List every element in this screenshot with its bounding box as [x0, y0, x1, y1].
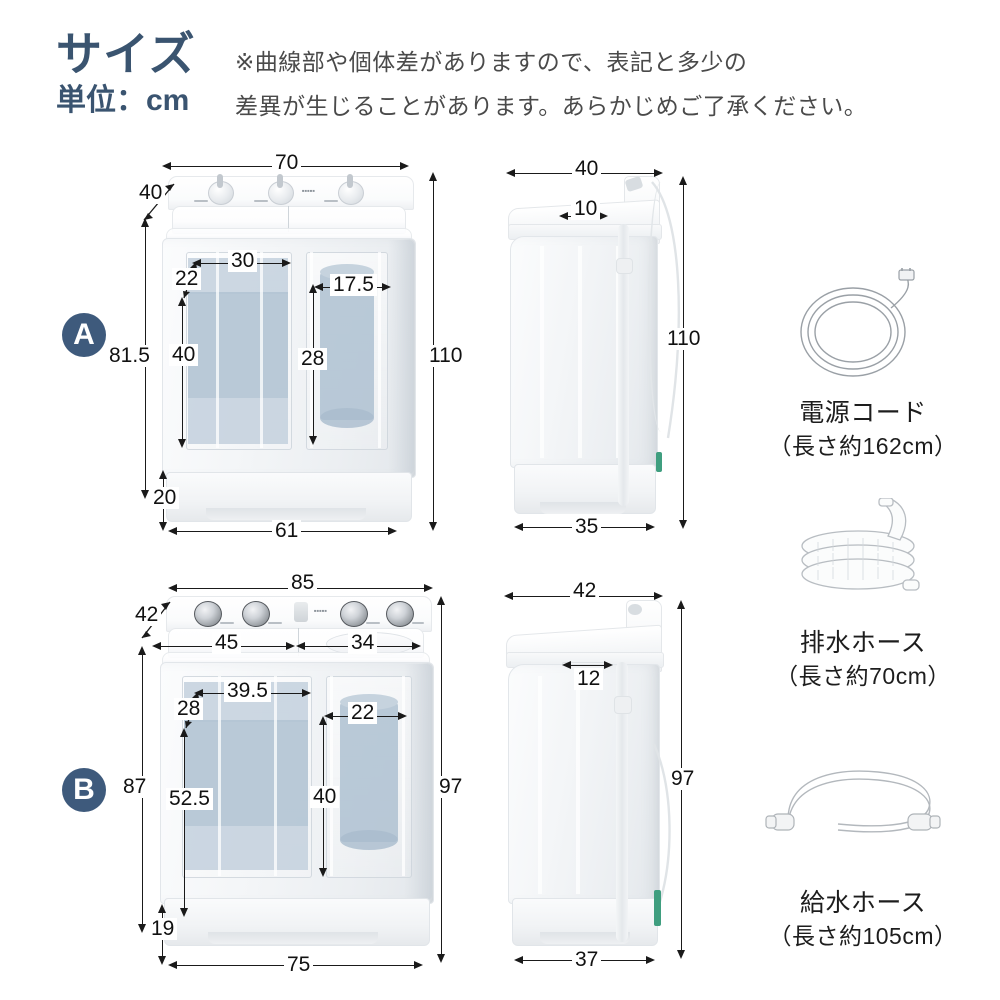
dim-a-wash-height: 40 [169, 344, 199, 366]
dim-a-wash-width: 30 [228, 250, 258, 272]
drain-hose-icon [738, 498, 988, 618]
dim-b-wash-gap: 28 [174, 698, 204, 720]
dim-a-spin-height: 28 [298, 348, 328, 370]
dim-a-body-height: 81.5 [106, 345, 153, 367]
water-supply-hose-icon [738, 758, 988, 878]
note-line-1: ※曲線部や個体差がありますので、表記と多少の [235, 49, 748, 75]
disclaimer-note: ※曲線部や個体差がありますので、表記と多少の 差異が生じることがあります。あらか… [235, 40, 975, 128]
dim-b-body-height: 87 [120, 776, 150, 798]
model-badge-b: B [62, 768, 106, 812]
model-badge-a: A [62, 313, 106, 357]
power-cord-icon [738, 268, 988, 388]
dim-b-total-height: 97 [436, 776, 466, 798]
dim-a-depth: 40 [136, 182, 166, 204]
dim-b-side-base-depth: 37 [572, 949, 602, 971]
dim-a-side-base-depth: 35 [572, 516, 602, 538]
dim-a-total-height: 110 [426, 345, 466, 367]
dim-b-base-height: 19 [148, 918, 178, 940]
accessory-name: 排水ホース [799, 629, 927, 657]
dim-a-side-lid-width: 10 [571, 198, 601, 220]
dim-b-depth: 42 [132, 604, 162, 626]
header: サイズ 単位：cm ※曲線部や個体差がありますので、表記と多少の 差異が生じるこ… [0, 0, 1000, 150]
dim-b-side-height: 97 [668, 768, 698, 790]
model-a-side-illustration [506, 175, 696, 526]
accessory-water-supply-hose: 給水ホース （長さ約105cm） [738, 758, 988, 952]
accessory-name: 電源コード [799, 399, 927, 427]
dim-b-side-depth: 42 [570, 580, 600, 602]
page-title: サイズ 単位：cm [56, 28, 236, 120]
accessory-length: （長さ約162cm） [768, 433, 958, 459]
dim-a-base-height: 20 [150, 487, 180, 509]
dim-b-side-lid-width: 12 [574, 668, 604, 690]
dim-a-base-width: 61 [272, 520, 302, 542]
dim-b-spin-height: 40 [310, 786, 340, 808]
accessory-length: （長さ約70cm） [775, 663, 951, 689]
dim-a-wash-gap: 22 [172, 268, 202, 290]
accessory-drain-hose: 排水ホース （長さ約70cm） [738, 498, 988, 692]
dim-b-spin-section: 34 [348, 632, 378, 654]
dim-b-base-width: 75 [284, 954, 314, 976]
dim-a-side-depth: 40 [572, 158, 602, 180]
accessory-length: （長さ約105cm） [768, 923, 958, 949]
dim-b-wash-height: 52.5 [166, 788, 213, 810]
dim-b-wash-section: 45 [212, 632, 242, 654]
accessory-name: 給水ホース [799, 889, 927, 917]
dim-a-spin-width: 17.5 [330, 274, 377, 296]
dim-a-side-height: 110 [664, 328, 704, 350]
title-unit: 単位：cm [56, 84, 190, 117]
dim-a-top-width: 70 [272, 152, 302, 174]
dim-b-wash-width: 39.5 [224, 680, 271, 702]
note-line-2: 差異が生じることがあります。あらかじめご了承ください。 [235, 93, 868, 119]
dim-b-spin-width: 22 [348, 702, 378, 724]
dim-b-top-width: 85 [288, 572, 318, 594]
title-main: サイズ [56, 28, 196, 80]
accessory-power-cord: 電源コード （長さ約162cm） [738, 268, 988, 462]
model-b-front-illustration: ■■■■■ [158, 596, 438, 952]
model-b-side-illustration [504, 600, 694, 956]
